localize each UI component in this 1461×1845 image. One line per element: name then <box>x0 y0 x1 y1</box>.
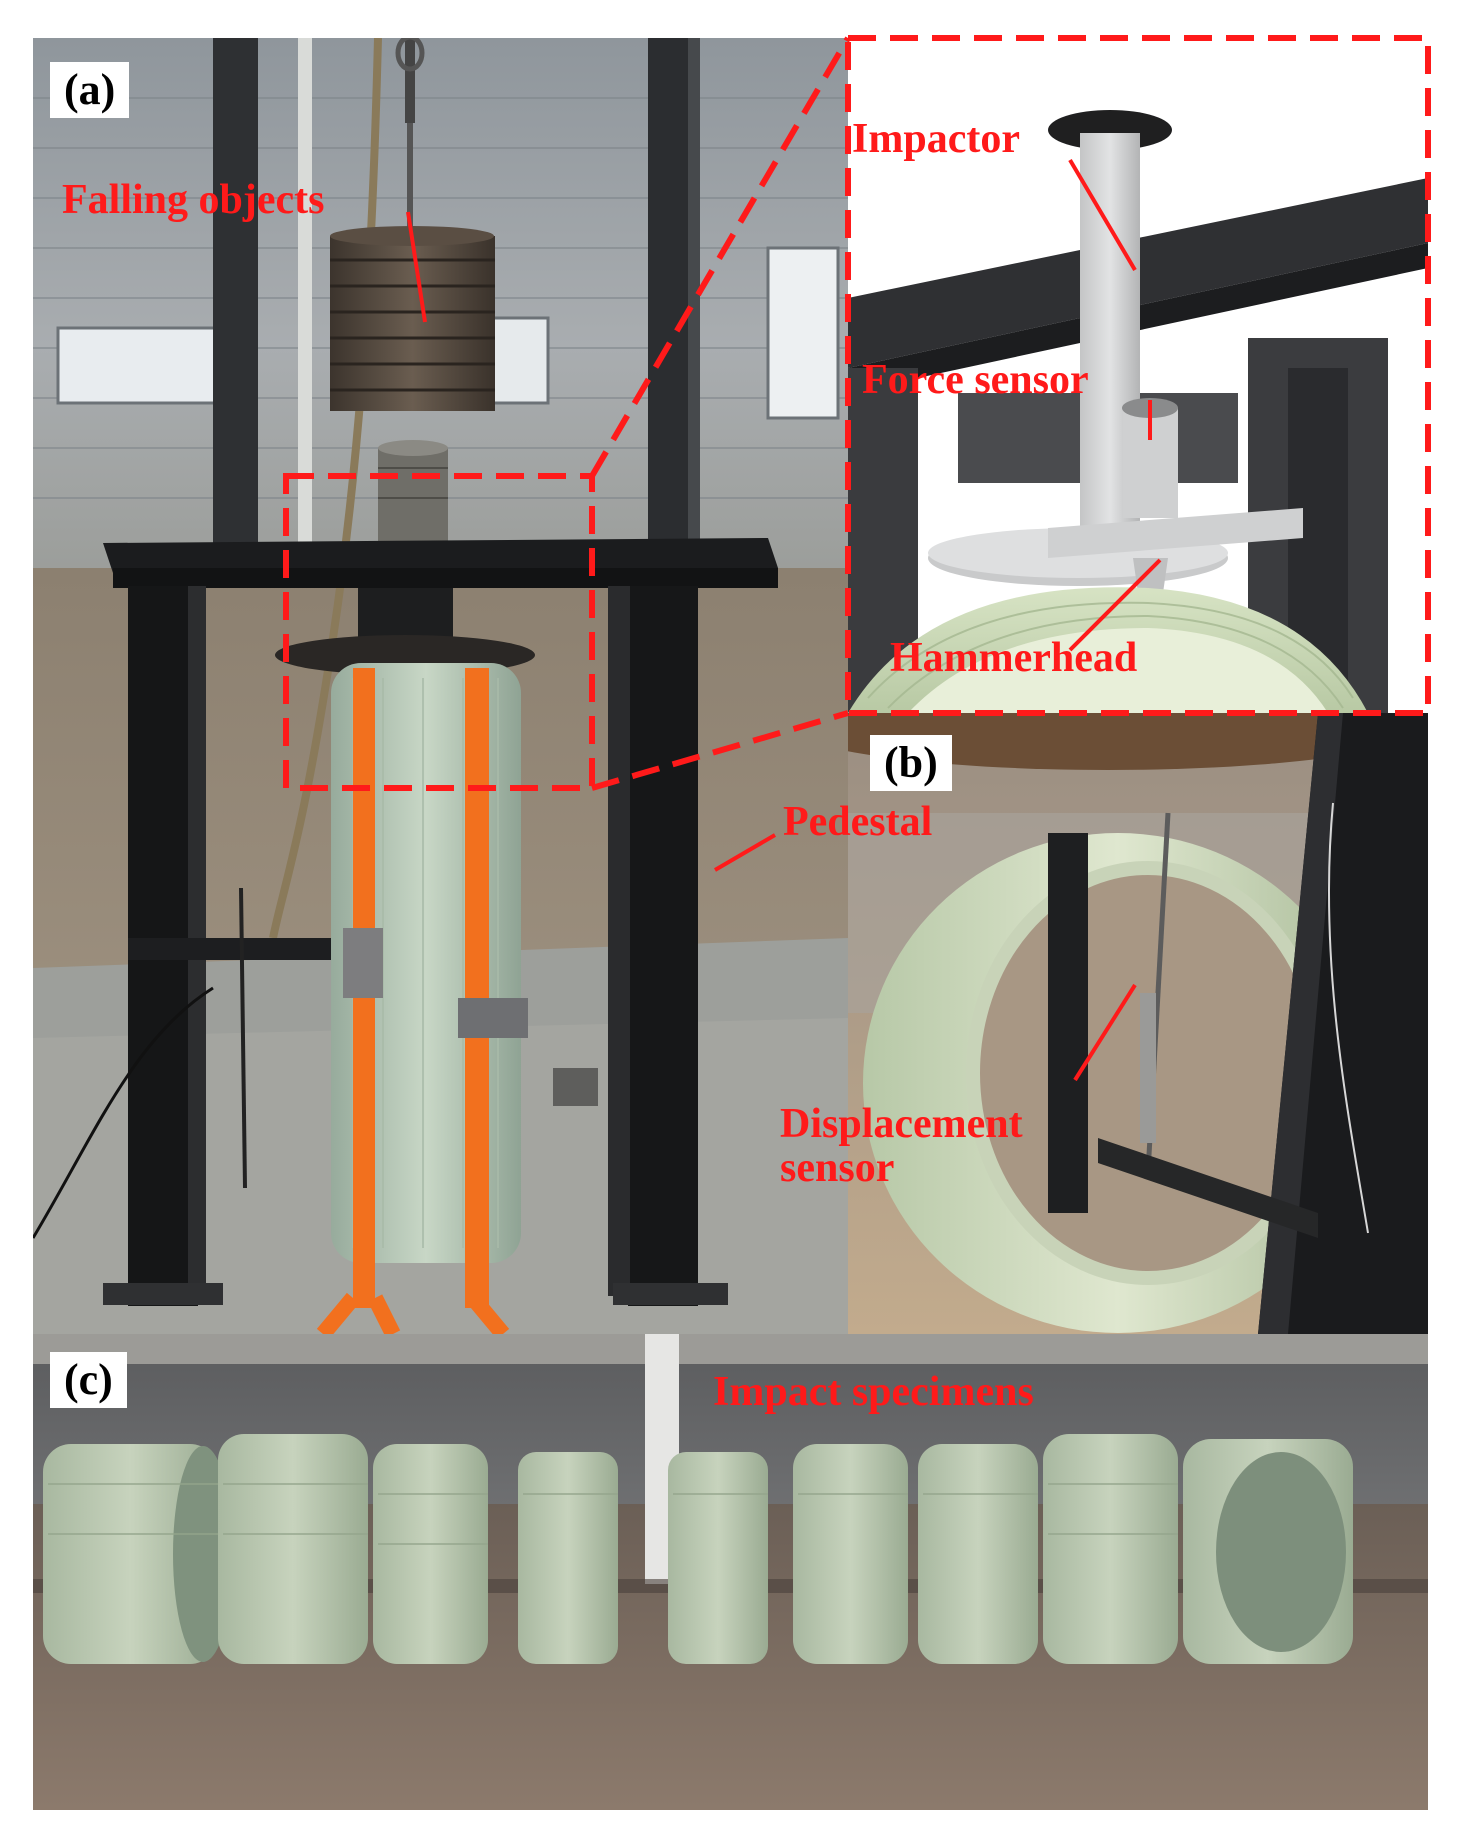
label-hammerhead: Hammerhead <box>890 635 1138 681</box>
label-impactor: Impactor <box>852 116 1020 162</box>
specimen-rings <box>43 1434 1353 1664</box>
label-displacement-line2: sensor <box>780 1145 895 1192</box>
panel-a-photo <box>33 38 848 1334</box>
label-displacement-line1: Displacement <box>780 1101 1023 1147</box>
panel-c-photo <box>33 1334 1428 1810</box>
label-pedestal: Pedestal <box>783 799 933 845</box>
label-impact-specimens: Impact specimens <box>713 1369 1034 1415</box>
panel-b-photo <box>848 713 1428 1334</box>
label-displacement-sensor: Displacement sensor <box>780 1102 1023 1190</box>
panel-a-tag: (a) <box>50 62 130 118</box>
label-force-sensor: Force sensor <box>862 357 1089 403</box>
panel-b-tag: (b) <box>870 735 952 791</box>
panel-c-tag: (c) <box>50 1352 127 1408</box>
panel-b-scene <box>848 713 1428 1334</box>
panel-a-scene <box>33 38 848 1334</box>
label-falling-objects: Falling objects <box>62 177 325 223</box>
panel-c-scene <box>33 1334 1428 1810</box>
